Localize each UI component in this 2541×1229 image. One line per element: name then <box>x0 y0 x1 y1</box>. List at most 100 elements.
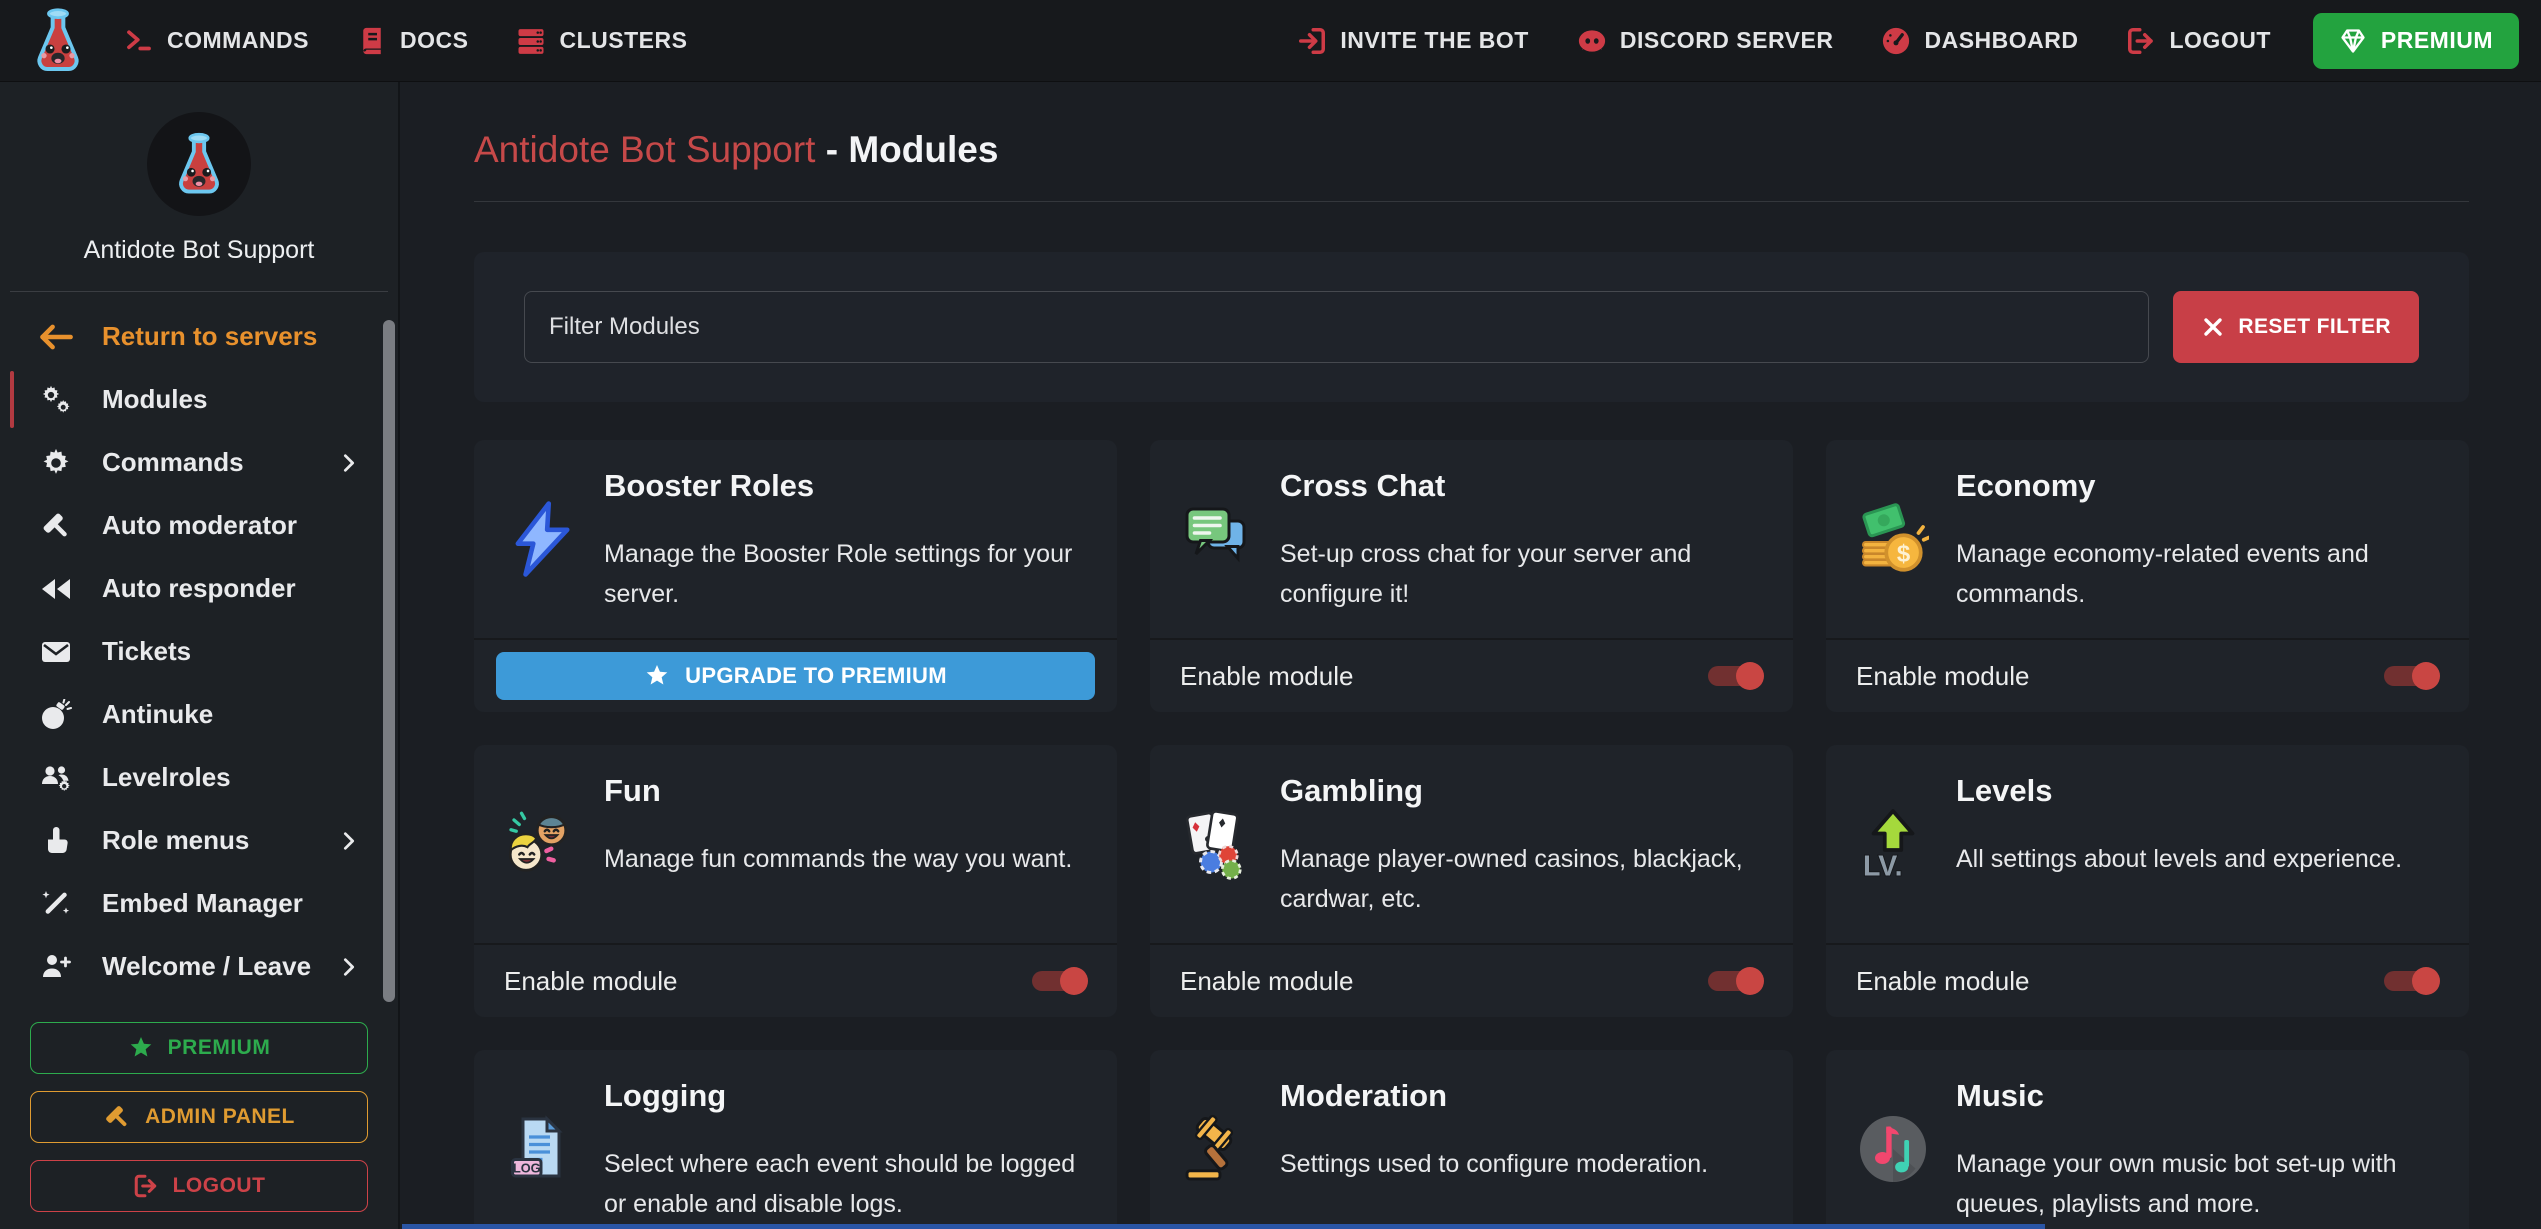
enable-module-label: Enable module <box>504 965 678 996</box>
card-text: Levels All settings about levels and exp… <box>1956 745 2439 943</box>
toggle-knob <box>2412 967 2440 995</box>
nav-docs[interactable]: DOCS <box>357 26 468 56</box>
sidebar-item-modules[interactable]: Modules <box>0 368 398 431</box>
chevron-right-icon <box>338 956 360 978</box>
nav-discord-server[interactable]: DISCORD SERVER <box>1577 26 1834 56</box>
title-divider <box>474 201 2469 202</box>
horizontal-scrollbar[interactable] <box>402 1224 2045 1229</box>
nav-dashboard[interactable]: DASHBOARD <box>1881 26 2078 56</box>
sidebar-item-levelroles[interactable]: Levelroles <box>0 746 398 809</box>
sidebar-item-antinuke[interactable]: Antinuke <box>0 683 398 746</box>
sidebar-item-label: Auto moderator <box>102 510 297 540</box>
sidebar-premium-label: PREMIUM <box>167 1036 271 1059</box>
cards-chips-icon <box>1180 808 1254 880</box>
user-plus-icon <box>34 951 78 983</box>
page-title-suffix: - Modules <box>815 129 999 170</box>
card-footer: Enable module <box>1826 638 2469 712</box>
gauge-icon <box>1881 26 1911 56</box>
book-icon <box>357 26 387 56</box>
enable-module-toggle[interactable] <box>1032 967 1088 995</box>
nav-dashboard-label: DASHBOARD <box>1924 27 2079 53</box>
module-description: Settings used to configure moderation. <box>1280 1150 1709 1178</box>
sidebar-item-label: Tickets <box>102 636 192 666</box>
sidebar-logout-button[interactable]: LOGOUT <box>30 1160 368 1212</box>
sidebar-item-label: Modules <box>102 384 208 414</box>
sidebar-admin-panel-button[interactable]: ADMIN PANEL <box>30 1091 368 1143</box>
enable-module-toggle[interactable] <box>1708 662 1764 690</box>
module-card-cross-chat: Cross Chat Set-up cross chat for your se… <box>1150 440 1793 712</box>
sidebar-item-return-to-servers[interactable]: Return to servers <box>0 305 398 368</box>
card-text: Gambling Manage player-owned casinos, bl… <box>1280 745 1763 943</box>
module-card-moderation: Moderation Settings used to configure mo… <box>1150 1050 1793 1229</box>
topnav-left: COMMANDS DOCS CLUSTERS <box>124 26 687 56</box>
gavel-icon <box>1180 1113 1254 1185</box>
card-body: LV. Levels All settings about levels and… <box>1826 745 2469 943</box>
topbar: COMMANDS DOCS CLUSTERS INVITE THE BOT <box>0 0 2541 82</box>
sidebar-admin-panel-label: ADMIN PANEL <box>145 1105 295 1128</box>
nav-commands[interactable]: COMMANDS <box>124 26 309 56</box>
enable-module-toggle[interactable] <box>1708 967 1764 995</box>
sidebar-item-auto-moderator[interactable]: Auto moderator <box>0 494 398 557</box>
toggle-knob <box>1060 967 1088 995</box>
sidebar-item-embed-manager[interactable]: Embed Manager <box>0 872 398 935</box>
card-body: Music Manage your own music bot set-up w… <box>1826 1050 2469 1229</box>
module-card-logging: LOG Logging Select where each event shou… <box>474 1050 1117 1229</box>
card-body: Gambling Manage player-owned casinos, bl… <box>1150 745 1793 943</box>
card-footer: Enable module <box>1150 943 1793 1017</box>
chevron-right-icon <box>338 452 360 474</box>
chevron-right-icon <box>338 830 360 852</box>
discord-icon <box>1577 26 1607 56</box>
sidebar-item-welcome-leave[interactable]: Welcome / Leave <box>0 935 398 998</box>
sidebar-buttons: PREMIUM ADMIN PANEL LOGOUT <box>0 1022 398 1229</box>
card-text: Logging Select where each event should b… <box>604 1050 1087 1229</box>
sidebar-item-auto-responder[interactable]: Auto responder <box>0 557 398 620</box>
upgrade-to-premium-button[interactable]: UPGRADE TO PREMIUM <box>496 652 1095 700</box>
card-footer: UPGRADE TO PREMIUM <box>474 638 1117 712</box>
module-title: Fun <box>604 773 661 808</box>
sidebar-item-role-menus[interactable]: Role menus <box>0 809 398 872</box>
reset-filter-label: RESET FILTER <box>2238 315 2391 338</box>
nav-invite-label: INVITE THE BOT <box>1340 27 1529 53</box>
star-icon <box>128 1035 154 1061</box>
reset-filter-button[interactable]: RESET FILTER <box>2173 291 2419 363</box>
sign-in-icon <box>1297 26 1327 56</box>
sidebar-scrollbar-thumb[interactable] <box>383 320 395 1002</box>
page-title: Antidote Bot Support - Modules <box>474 128 2469 172</box>
svg-text:LV.: LV. <box>1863 851 1903 881</box>
card-footer: Enable module <box>474 943 1117 1017</box>
enable-module-label: Enable module <box>1856 660 2030 691</box>
module-title: Booster Roles <box>604 468 815 503</box>
filter-panel: RESET FILTER <box>474 252 2469 402</box>
sidebar-item-tickets[interactable]: Tickets <box>0 620 398 683</box>
sidebar-item-commands[interactable]: Commands <box>0 431 398 494</box>
enable-module-label: Enable module <box>1180 660 1354 691</box>
sidebar-premium-button[interactable]: PREMIUM <box>30 1022 368 1074</box>
module-title: Cross Chat <box>1280 468 1446 503</box>
star-icon <box>644 663 670 689</box>
card-body: Cross Chat Set-up cross chat for your se… <box>1150 440 1793 638</box>
enable-module-toggle[interactable] <box>2384 662 2440 690</box>
nav-logout[interactable]: LOGOUT <box>2126 26 2270 56</box>
sidebar: Antidote Bot Support Return to servers M… <box>0 82 400 1229</box>
enable-module-toggle[interactable] <box>2384 967 2440 995</box>
bomb-icon <box>34 698 78 731</box>
sidebar-item-label: Commands <box>102 447 244 477</box>
lightning-icon <box>504 496 578 582</box>
module-title: Gambling <box>1280 773 1423 808</box>
users-gear-icon <box>34 762 78 794</box>
arrow-left-icon <box>34 319 78 355</box>
nav-clusters[interactable]: CLUSTERS <box>516 26 687 56</box>
topnav-right: INVITE THE BOT DISCORD SERVER DASHBOARD … <box>1297 26 2270 56</box>
pointer-icon <box>34 825 78 857</box>
module-description: Manage economy-related events and comman… <box>1956 540 2369 608</box>
filter-modules-input[interactable] <box>524 291 2150 363</box>
nav-commands-label: COMMANDS <box>167 27 309 53</box>
nav-invite-bot[interactable]: INVITE THE BOT <box>1297 26 1528 56</box>
server-avatar <box>147 112 251 216</box>
sign-out-icon <box>133 1173 159 1199</box>
nav-premium-button[interactable]: PREMIUM <box>2312 12 2519 69</box>
server-stack-icon <box>516 26 546 56</box>
sidebar-item-label: Role menus <box>102 825 250 855</box>
wand-icon <box>34 888 78 920</box>
antidote-logo[interactable] <box>26 6 90 76</box>
